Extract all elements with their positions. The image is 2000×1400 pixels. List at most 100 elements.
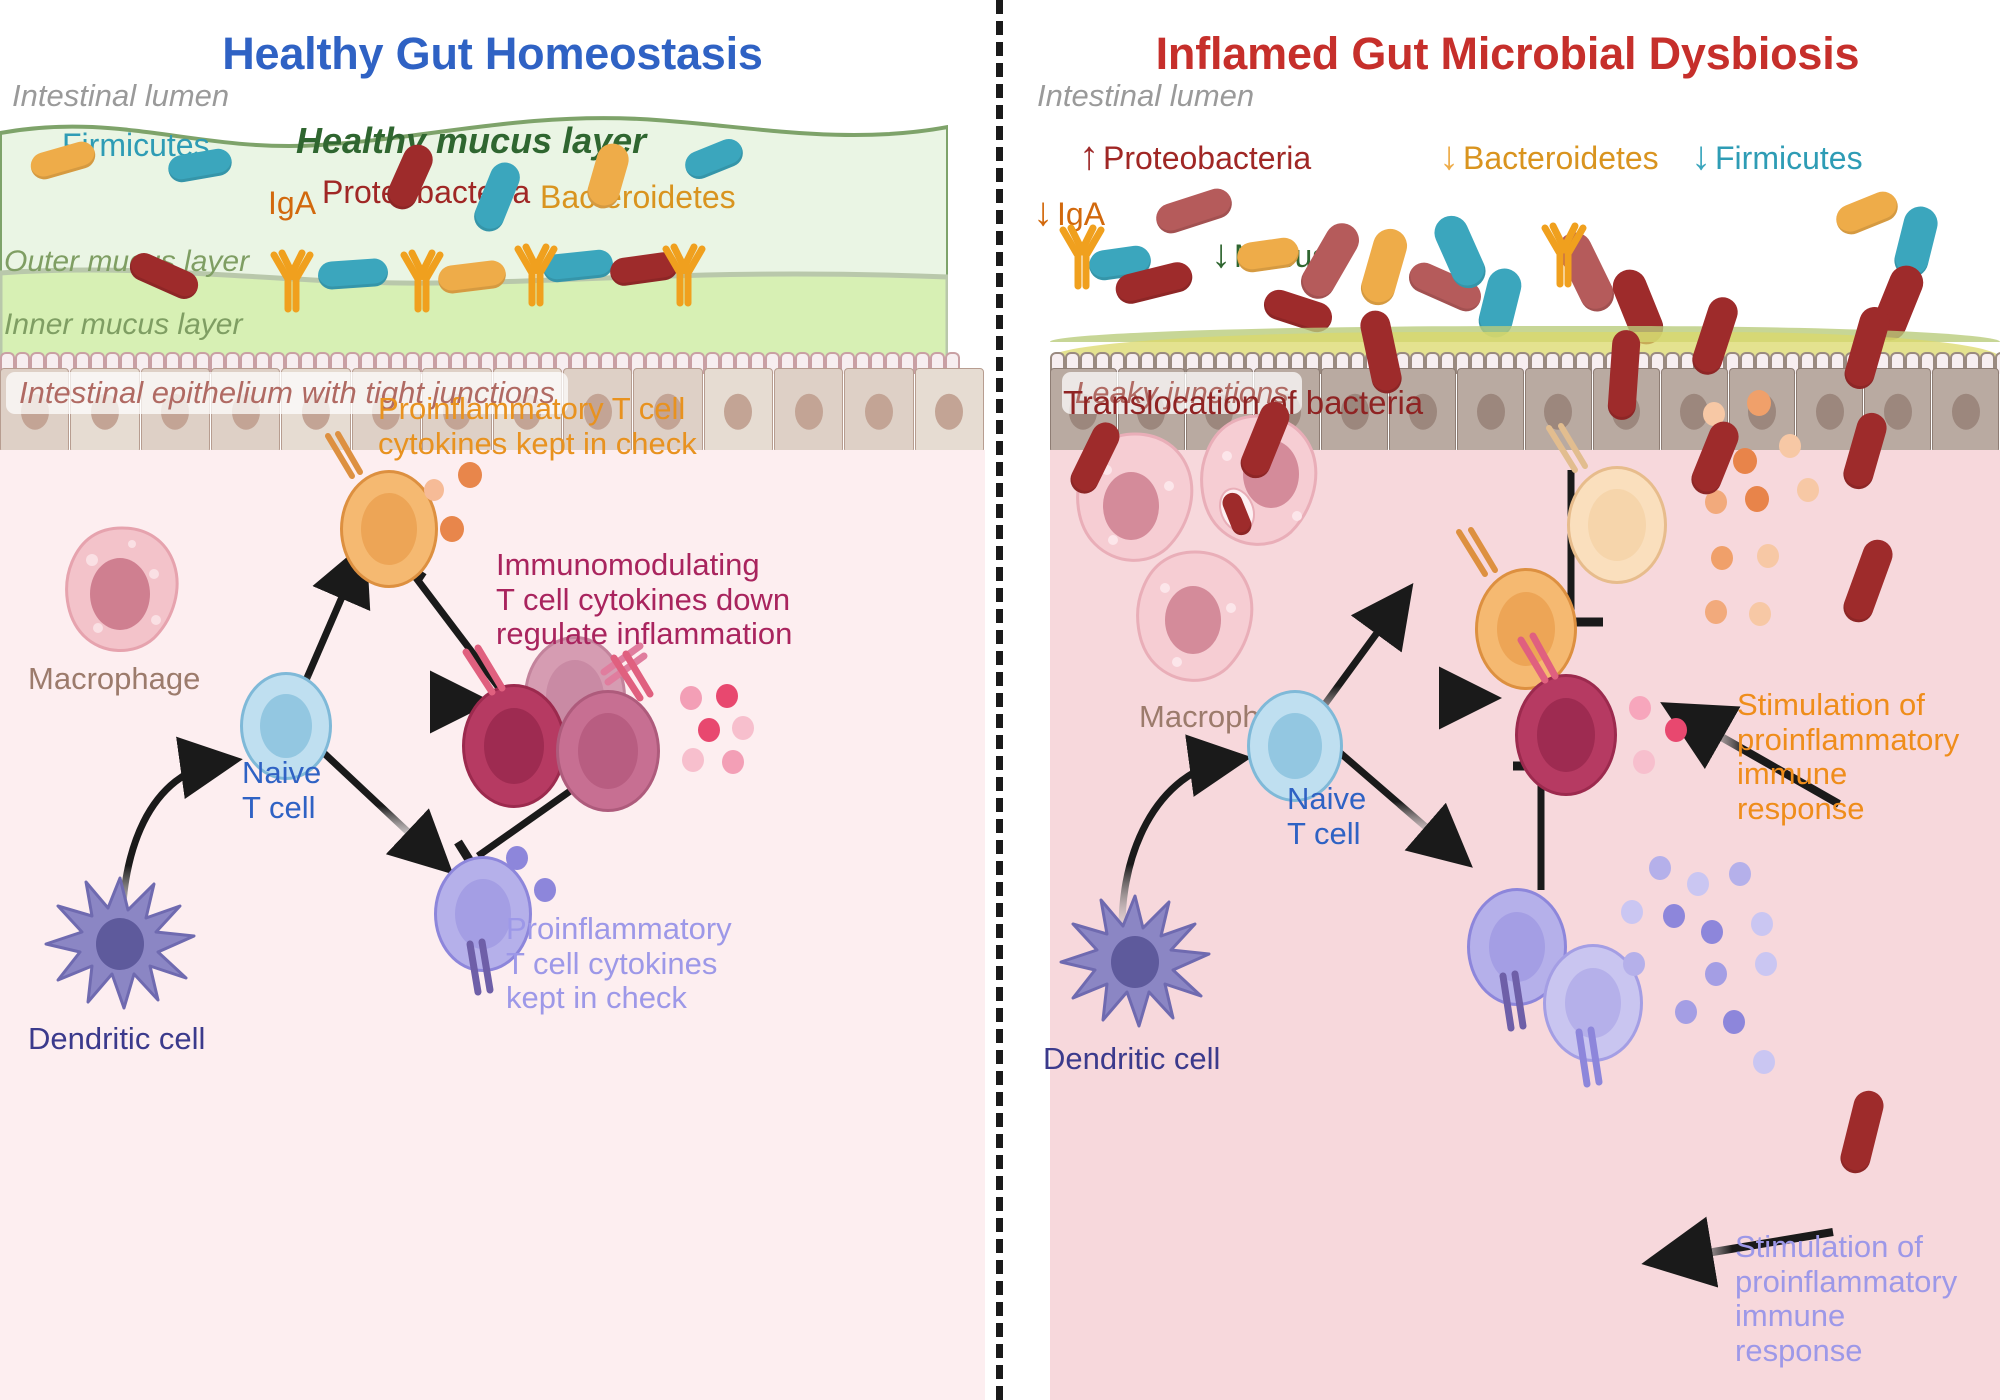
mucus-layers-left: Outer mucus layer Inner mucus layer Heal… bbox=[0, 105, 948, 368]
up-arrow-icon: ↑ bbox=[1079, 134, 1099, 178]
down-arrow-icon: ↓ bbox=[1033, 190, 1053, 234]
tcr-receptor-icon bbox=[462, 644, 506, 696]
legend-iga-left: IgA bbox=[268, 185, 317, 221]
legend-iga-right: IgA bbox=[1057, 196, 1106, 232]
firmicutes-rod bbox=[317, 257, 389, 291]
iga-icon bbox=[514, 243, 558, 307]
cytokine-dot bbox=[1757, 544, 1779, 568]
lumen-label-right: Intestinal lumen bbox=[1037, 78, 1255, 113]
epithelial-nucleus bbox=[1815, 393, 1844, 430]
iga-icon bbox=[662, 243, 706, 307]
cytokine-dot bbox=[1633, 750, 1655, 774]
cytokine-dot bbox=[1747, 390, 1771, 416]
annotation-th1-left: Proinflammatory T cell cytokines kept in… bbox=[506, 911, 732, 1016]
cytokine-dot bbox=[506, 846, 528, 870]
iga-icon bbox=[270, 249, 314, 313]
microvillus bbox=[1995, 352, 2000, 374]
cytokine-dot bbox=[1621, 900, 1643, 924]
th17-cell-pale-right bbox=[1567, 466, 1667, 584]
tcr-receptor-icon bbox=[1575, 1026, 1603, 1088]
cytokine-dot bbox=[1649, 856, 1671, 880]
tcr-receptor-icon bbox=[610, 650, 654, 702]
page-title-inflamed: Inflamed Gut Microbial Dysbiosis bbox=[1155, 28, 1860, 79]
cytokine-dot bbox=[1711, 546, 1733, 570]
epithelial-cell bbox=[1457, 368, 1525, 452]
th17-cell-right bbox=[1475, 568, 1577, 690]
dendritic-label-left: Dendritic cell bbox=[28, 1021, 206, 1056]
cytokine-dot bbox=[1733, 448, 1757, 474]
panel-divider bbox=[996, 0, 1003, 1400]
annotation-th1-right: Stimulation of proinflammatory immune re… bbox=[1735, 1229, 1958, 1369]
cytokine-dot bbox=[682, 748, 704, 772]
epithelial-nucleus bbox=[1408, 393, 1437, 430]
panel-healthy: Healthy Gut Homeostasis Intestinal lumen… bbox=[0, 0, 985, 1400]
cytokine-dot bbox=[722, 750, 744, 774]
cytokine-dot bbox=[1751, 912, 1773, 936]
th17-cell-left bbox=[340, 470, 438, 588]
annotation-treg-left: Immunomodulating T cell cytokines down r… bbox=[496, 547, 793, 652]
tcr-receptor-icon bbox=[600, 642, 648, 686]
cytokine-dot bbox=[1797, 478, 1819, 502]
epithelial-nucleus bbox=[583, 393, 612, 430]
cytokine-dot bbox=[424, 479, 444, 501]
epithelial-cell bbox=[914, 368, 985, 452]
annotation-translocation: Translocation of bacteria bbox=[1063, 384, 1424, 421]
cytokine-dot bbox=[1779, 434, 1801, 458]
dendritic-label-right: Dendritic cell bbox=[1043, 1041, 1221, 1076]
epithelial-cell bbox=[703, 368, 773, 452]
legend-proteobacteria-right: Proteobacteria bbox=[1103, 140, 1312, 176]
legend-iga-right-group: ↓ IgA bbox=[1033, 190, 1106, 234]
epithelial-nucleus bbox=[1883, 393, 1912, 430]
cytokine-dot bbox=[458, 462, 482, 488]
treg-cell-right bbox=[1515, 674, 1617, 796]
iga-icon bbox=[1059, 224, 1105, 290]
legend-firmicutes-right-group: ↓ Firmicutes bbox=[1691, 134, 1863, 178]
annotation-th17-right: Stimulation of proinflammatory immune re… bbox=[1737, 687, 1960, 827]
macrophage-label-left: Macrophage bbox=[28, 661, 201, 696]
tcr-receptor-icon bbox=[466, 938, 494, 996]
panel-inflamed-lower: Translocation of bacteria Macrophage bbox=[1015, 0, 2000, 1400]
cytokine-dot bbox=[1729, 862, 1751, 886]
naive-t-cell-label-left: Naive T cell bbox=[242, 755, 322, 825]
macrophage-icon-left bbox=[65, 526, 179, 652]
inner-mucus-label: Inner mucus layer bbox=[4, 308, 243, 341]
epithelial-nucleus bbox=[653, 393, 682, 430]
tcr-receptor-icon bbox=[1517, 632, 1559, 684]
epithelial-cell bbox=[562, 368, 633, 452]
tcr-receptor-icon bbox=[1456, 527, 1498, 577]
panel-inflamed: Inflamed Gut Microbial Dysbiosis Intesti… bbox=[1015, 0, 2000, 1400]
cytokine-dot bbox=[1723, 1010, 1745, 1034]
legend-firmicutes-right: Firmicutes bbox=[1715, 140, 1863, 176]
cytokine-dot bbox=[1753, 1050, 1775, 1074]
epithelial-nucleus bbox=[1476, 393, 1505, 430]
epithelial-nucleus bbox=[864, 393, 893, 430]
epithelial-nucleus bbox=[1544, 393, 1573, 430]
cytokine-dot bbox=[1665, 718, 1687, 742]
cytokine-dot bbox=[680, 686, 702, 710]
cytokine-dot bbox=[1687, 872, 1709, 896]
down-arrow-icon: ↓ bbox=[1439, 134, 1459, 178]
down-arrow-icon: ↓ bbox=[1691, 134, 1711, 178]
cytokine-dot bbox=[1749, 602, 1771, 626]
annotation-th17-left: Proinflammatory T cell cytokines kept in… bbox=[378, 391, 697, 461]
cytokine-dot bbox=[1745, 486, 1769, 512]
treg-cell-dark bbox=[462, 684, 566, 808]
tcr-receptor-icon bbox=[1546, 423, 1588, 473]
treg-cell-mid bbox=[556, 690, 660, 812]
naive-t-cell-label-right: Naive T cell bbox=[1287, 781, 1367, 851]
outer-mucus-label: Outer mucus layer bbox=[4, 245, 250, 278]
cytokine-dot bbox=[1703, 402, 1725, 426]
cytokine-dot bbox=[1701, 920, 1723, 944]
legend-bacteroidetes-right: Bacteroidetes bbox=[1463, 140, 1659, 176]
healthy-mucus-headline: Healthy mucus layer bbox=[296, 120, 647, 161]
naive-t-cell-right bbox=[1247, 690, 1343, 802]
epithelial-nucleus bbox=[794, 393, 823, 430]
cytokine-dot bbox=[534, 878, 556, 902]
epithelial-cell bbox=[773, 368, 844, 452]
cytokine-dot bbox=[1675, 1000, 1697, 1024]
cytokine-dot bbox=[698, 718, 720, 742]
cytokine-dot bbox=[1705, 962, 1727, 986]
macrophage-icon-right bbox=[1136, 550, 1254, 682]
dendritic-cell-icon-left bbox=[44, 876, 196, 1010]
